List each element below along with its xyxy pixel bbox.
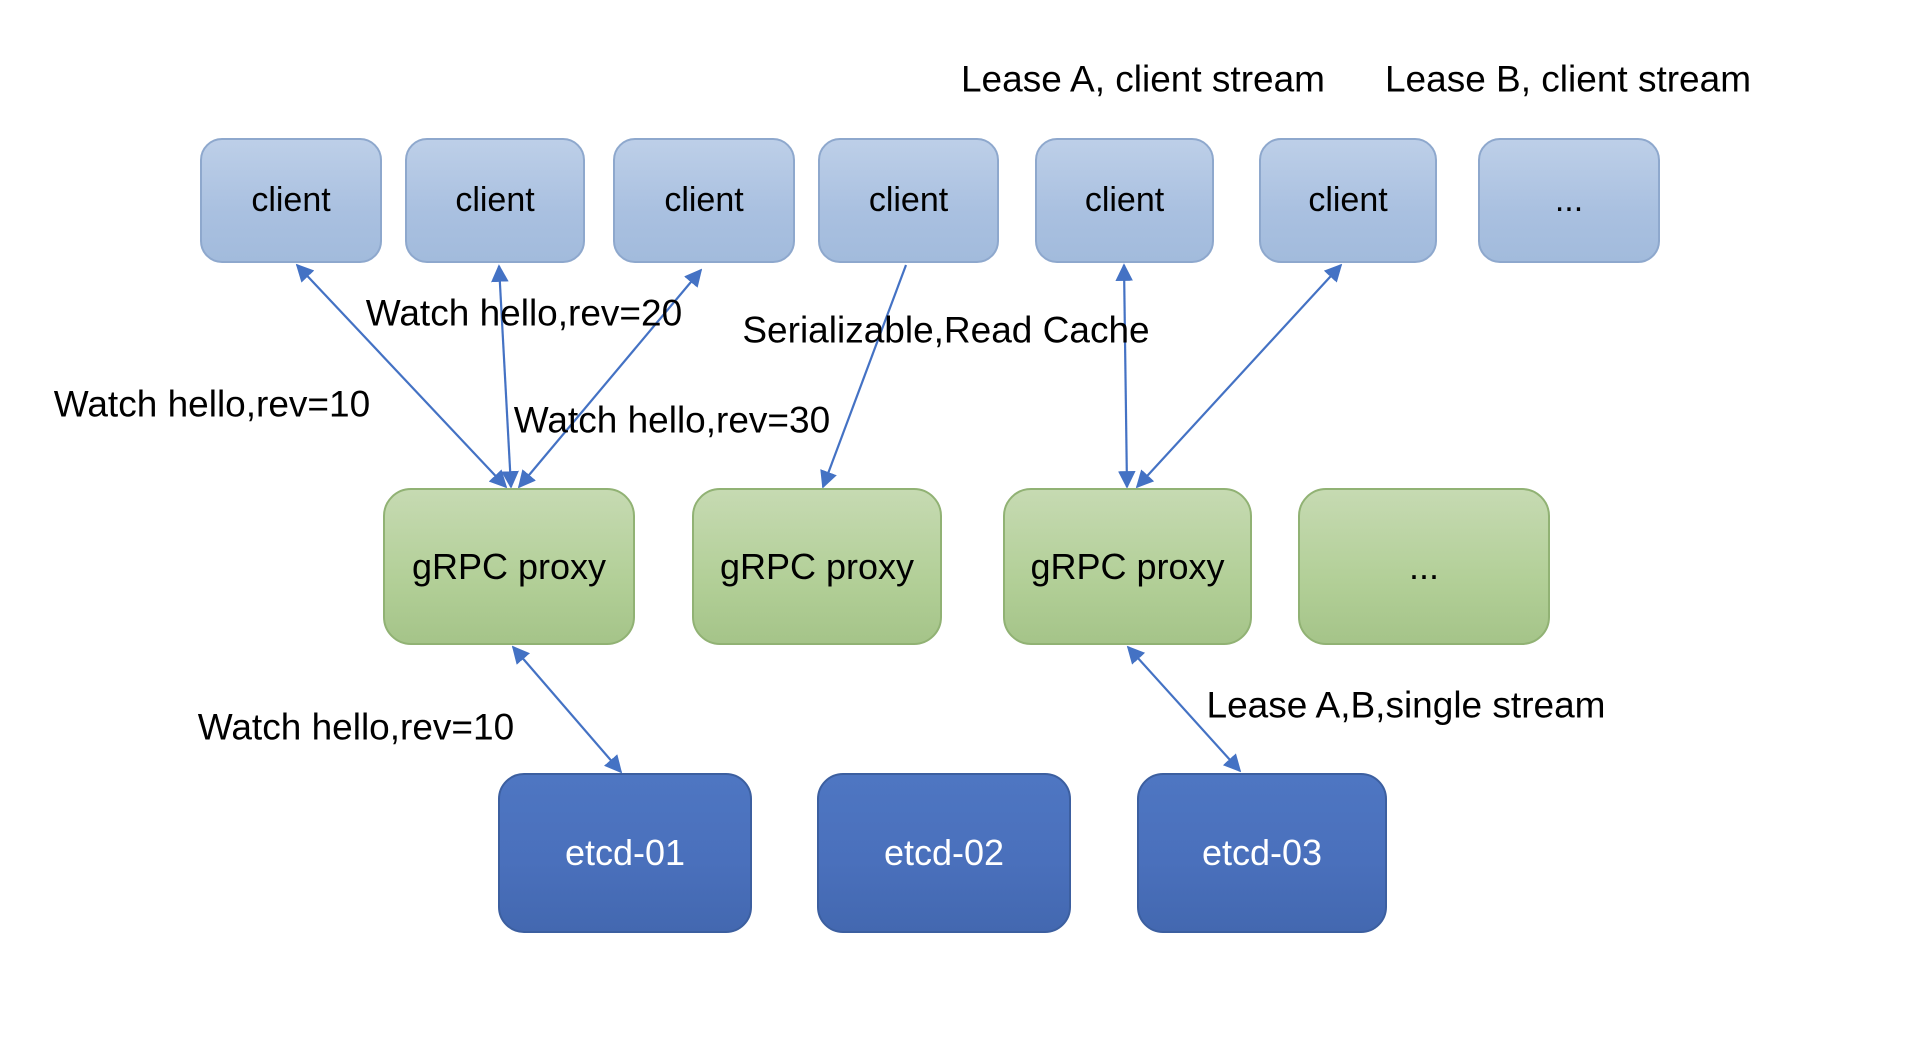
- watch-rev20-label: Watch hello,rev=20: [365, 292, 683, 334]
- client-node-more: ...: [1478, 138, 1660, 263]
- client-node-6: client: [1259, 138, 1437, 263]
- grpc-proxy-node-more-label: ...: [1408, 545, 1439, 587]
- client-node-6-label: client: [1308, 181, 1388, 219]
- arrow-client4-proxy2: [820, 264, 908, 489]
- client-node-3: client: [613, 138, 795, 263]
- grpc-proxy-node-3-label: gRPC proxy: [1030, 545, 1225, 587]
- arrow-client1-proxy1: [295, 263, 508, 489]
- watch-rev10-bottom-label: Watch hello,rev=10: [197, 706, 515, 748]
- arrow-proxy1-etcd1: [511, 645, 623, 774]
- etcd-node-1: etcd-01: [498, 773, 752, 933]
- arrow-proxy3-etcd3: [1126, 645, 1242, 773]
- etcd-node-3-label: etcd-03: [1201, 832, 1323, 873]
- client-node-2: client: [405, 138, 585, 263]
- grpc-proxy-node-2: gRPC proxy: [692, 488, 942, 645]
- grpc-proxy-node-more: ...: [1298, 488, 1550, 645]
- etcd-node-2: etcd-02: [817, 773, 1071, 933]
- watch-rev10-left-label: Watch hello,rev=10: [53, 383, 371, 425]
- lease-ab-single-stream-label: Lease A,B,single stream: [1206, 684, 1606, 726]
- grpc-proxy-node-2-label: gRPC proxy: [719, 545, 915, 587]
- lease-b-client-stream-label: Lease B, client stream: [1384, 58, 1752, 100]
- etcd-node-2-label: etcd-02: [883, 832, 1005, 873]
- grpc-proxy-node-3: gRPC proxy: [1003, 488, 1252, 645]
- arrow-client2-proxy1: [491, 264, 519, 489]
- lease-a-client-stream-label: Lease A, client stream: [960, 58, 1326, 100]
- client-node-1: client: [200, 138, 382, 263]
- client-node-2-label: client: [455, 181, 535, 219]
- arrow-client5-proxy3: [1115, 263, 1136, 489]
- etcd-node-1-label: etcd-01: [564, 832, 686, 873]
- client-node-4-label: client: [868, 181, 949, 219]
- watch-rev30-label: Watch hello,rev=30: [513, 399, 831, 441]
- client-node-5-label: client: [1084, 181, 1165, 219]
- arrow-client6-proxy3: [1135, 263, 1343, 489]
- client-node-3-label: client: [664, 181, 744, 219]
- client-node-1-label: client: [251, 181, 331, 219]
- etcd-node-3: etcd-03: [1137, 773, 1387, 933]
- grpc-proxy-node-1-label: gRPC proxy: [411, 545, 607, 587]
- client-node-more-label: ...: [1554, 181, 1584, 219]
- client-node-4: client: [818, 138, 999, 263]
- grpc-proxy-node-1: gRPC proxy: [383, 488, 635, 645]
- arrow-client3-proxy1: [517, 268, 703, 489]
- client-node-5: client: [1035, 138, 1214, 263]
- serializable-read-cache-label: Serializable,Read Cache: [742, 309, 1150, 351]
